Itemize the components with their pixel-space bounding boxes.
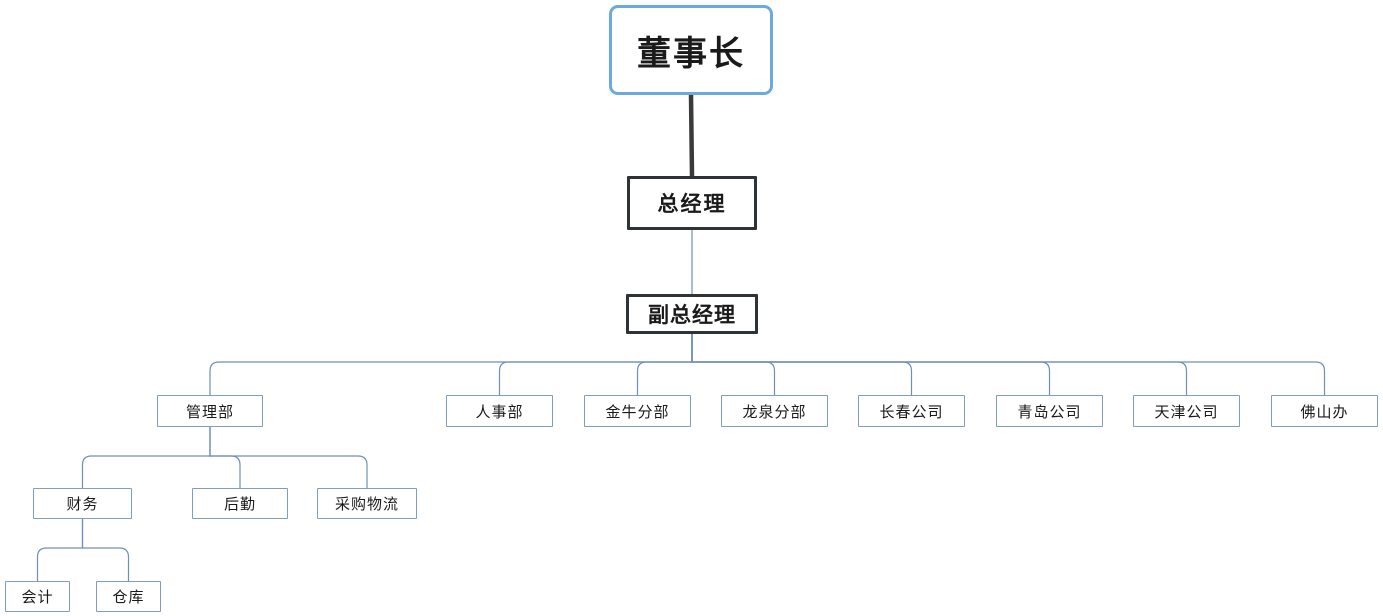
org-node-label: 仓库 [112,588,145,606]
org-node-admin[interactable]: 管理部 [157,395,263,427]
org-node-longquan[interactable]: 龙泉分部 [721,395,828,427]
org-node-label: 采购物流 [334,495,399,513]
org-node-hr[interactable]: 人事部 [446,395,553,427]
org-node-label: 金牛分部 [605,402,670,421]
edge-vgm-to-tianjin [691,334,1188,395]
org-node-label: 管理部 [185,402,234,421]
org-node-label: 总经理 [657,192,727,216]
org-node-vgm[interactable]: 副总经理 [626,294,758,334]
edge-admin-to-finance [81,427,211,488]
edge-admin-to-procurement [209,427,368,488]
edge-finance-to-warehouse [81,519,130,581]
edge-vgm-to-hr [498,334,693,395]
org-node-warehouse[interactable]: 仓库 [96,581,161,612]
org-node-label: 青岛公司 [1017,402,1082,421]
org-node-finance[interactable]: 财务 [33,488,132,519]
edge-vgm-to-admin [209,334,693,395]
org-node-label: 董事长 [637,33,745,74]
org-node-tianjin[interactable]: 天津公司 [1133,395,1240,427]
org-node-label: 会计 [21,588,54,606]
org-node-foshan[interactable]: 佛山办 [1271,395,1378,427]
org-node-accounting[interactable]: 会计 [5,581,70,612]
org-node-gm[interactable]: 总经理 [627,176,757,230]
edge-vgm-to-changchun [691,334,913,395]
edge-vgm-to-longquan [691,334,776,395]
org-node-label: 人事部 [475,402,524,421]
org-node-changchun[interactable]: 长春公司 [858,395,965,427]
org-node-procurement[interactable]: 采购物流 [317,488,417,519]
org-node-label: 长春公司 [879,402,944,421]
org-node-chairman[interactable]: 董事长 [609,5,773,95]
org-node-label: 佛山办 [1300,402,1349,421]
org-node-logistics[interactable]: 后勤 [192,488,288,519]
edge-vgm-to-foshan [691,334,1326,395]
org-node-jinniu[interactable]: 金牛分部 [584,395,691,427]
edge-admin-to-logistics [209,427,241,488]
org-node-qingdao[interactable]: 青岛公司 [996,395,1103,427]
edge-vgm-to-jinniu [636,334,693,395]
org-node-label: 副总经理 [648,303,736,327]
org-node-label: 财务 [66,495,99,513]
edge-chairman-to-gm [688,94,695,177]
edge-vgm-to-qingdao [691,334,1051,395]
org-node-label: 天津公司 [1154,402,1219,421]
org-node-label: 龙泉分部 [742,402,807,421]
org-node-label: 后勤 [223,495,256,513]
edge-finance-to-accounting [36,519,84,581]
